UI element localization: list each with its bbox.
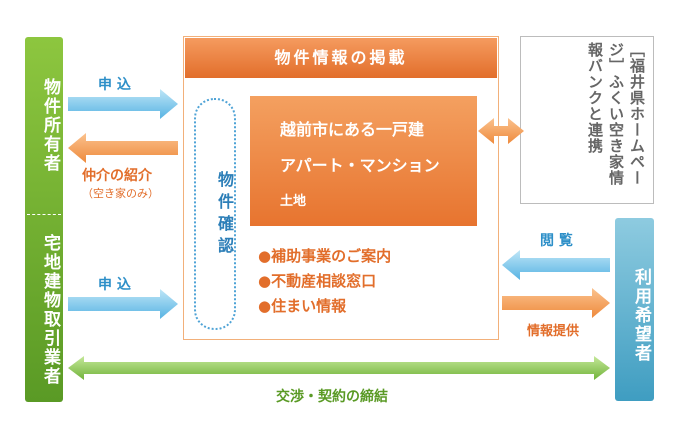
info-bank-box — [520, 36, 654, 204]
agent-apply-label: 申 込 — [98, 277, 131, 293]
referral-note: （空き家のみ） — [82, 187, 159, 200]
property-owner-label: 物件所有者 — [40, 77, 60, 173]
prospective-user-label: 利用希望者 — [631, 267, 651, 363]
service-subsidy: ●補助事業のご案内 — [258, 247, 392, 265]
service-housing-info: ●住まい情報 — [258, 297, 347, 315]
property-type-land: 土地 — [280, 194, 307, 209]
bank-link-arrow — [478, 118, 524, 144]
property-types-box: 越前市にある一戸建 アパート・マンション 土地 — [250, 96, 477, 226]
property-check-pill — [194, 98, 236, 330]
info-bank-label: ［福井県ホームページ］ふくい空き家情報バンクと連携 — [586, 42, 646, 186]
info-provide-arrow — [502, 288, 610, 318]
negotiation-label: 交渉・契約の締結 — [276, 389, 388, 405]
property-check-label: 物件確認 — [215, 171, 234, 259]
owner-apply-arrow — [68, 89, 178, 119]
browse-label: 閲 覧 — [540, 233, 573, 249]
owner-apply-label: 申 込 — [98, 77, 131, 93]
property-type-apartment: アパート・マンション — [280, 156, 440, 175]
browse-arrow — [502, 250, 610, 280]
negotiation-arrow — [68, 356, 610, 380]
column-divider — [27, 214, 61, 215]
referral-label: 仲介の紹介 — [82, 168, 152, 184]
property-type-house: 越前市にある一戸建 — [280, 120, 425, 139]
service-consultation: ●不動産相談窓口 — [258, 272, 377, 290]
user-column-bar — [615, 218, 654, 401]
agent-apply-arrow — [68, 289, 178, 319]
listing-header: 物件情報の掲載 — [185, 38, 497, 78]
services-list: ●補助事業のご案内 ●不動産相談窓口 ●住まい情報 — [258, 244, 498, 319]
info-provide-label: 情報提供 — [527, 324, 580, 339]
real-estate-agent-label: 宅地建物取引業者 — [40, 233, 60, 386]
left-column-bar — [25, 37, 63, 402]
referral-arrow — [68, 133, 178, 163]
